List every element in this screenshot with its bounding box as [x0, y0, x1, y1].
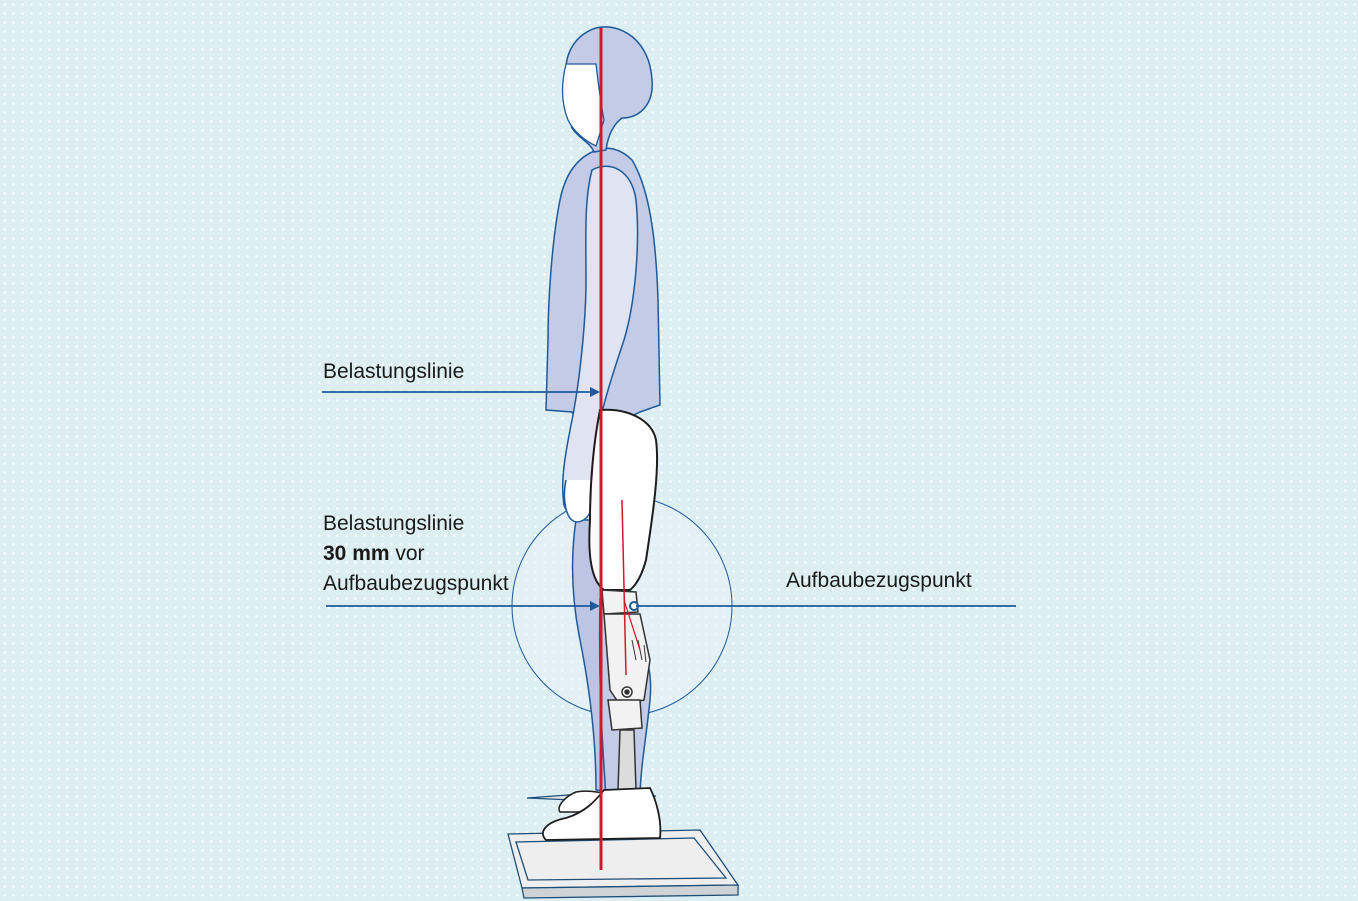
face — [563, 64, 605, 146]
reference-point-label: Aufbaubezugspunkt — [786, 567, 972, 594]
offset-label-line2: 30 mm vor — [323, 540, 425, 567]
offset-label-line3: Aufbaubezugspunkt — [323, 570, 509, 597]
load-line-label: Belastungslinie — [323, 358, 464, 385]
offset-label-line1: Belastungslinie — [323, 510, 464, 537]
offset-suffix: vor — [390, 542, 425, 565]
offset-value: 30 mm — [323, 542, 390, 565]
